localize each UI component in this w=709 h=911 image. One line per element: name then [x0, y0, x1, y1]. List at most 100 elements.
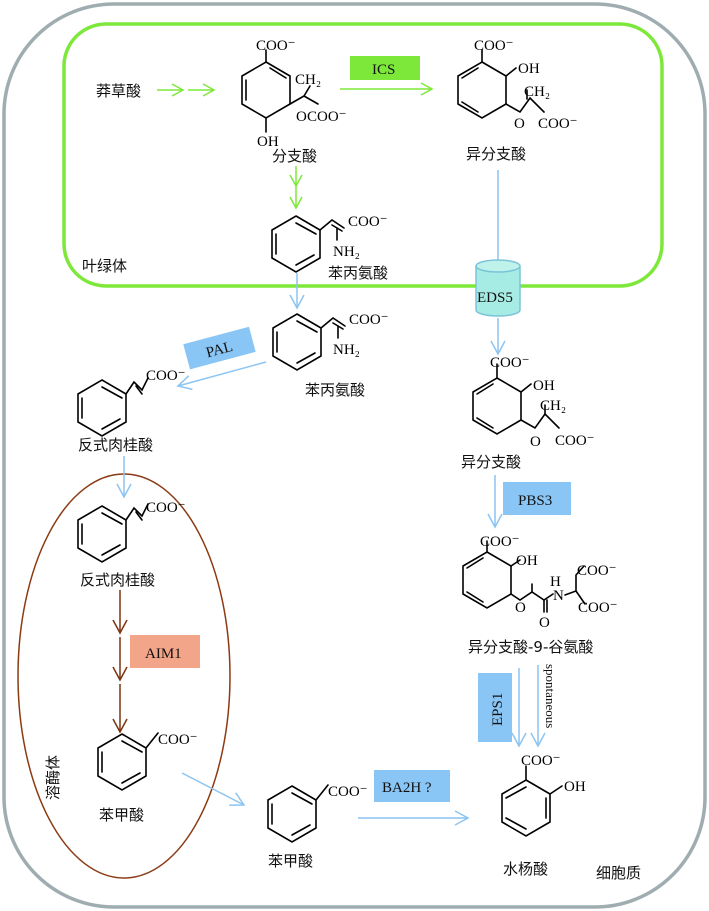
ic9glu-label: 异分支酸-9-谷氨酸 — [468, 638, 593, 656]
chem-group-label: COO⁻ — [474, 38, 514, 54]
shikimate-label: 莽草酸 — [96, 82, 141, 100]
chemical-bond — [145, 732, 159, 749]
eps1-box — [478, 673, 512, 742]
chemical-bond — [267, 785, 317, 843]
eps1-label: EPS1 — [490, 693, 506, 726]
chemical-bond — [121, 772, 141, 784]
phenylalanine-cytoplasm-structure: COO⁻ NH₂ — [272, 312, 389, 371]
chem-group-label: COO⁻ — [307, 109, 347, 125]
chemical-bond — [291, 824, 311, 836]
chemical-bond — [101, 544, 121, 556]
chemical-bond — [505, 817, 527, 830]
benzoate-cytoplasm-label: 苯甲酸 — [268, 852, 313, 870]
chem-group-label: OH — [533, 378, 555, 394]
chemical-bond — [457, 49, 507, 119]
chemical-bond — [564, 565, 586, 605]
chemical-bond — [501, 765, 551, 837]
chemical-bond — [520, 383, 532, 393]
isochorismate-chloroplast-label: 异分支酸 — [466, 145, 526, 163]
phenylalanine-chloroplast-label: 苯丙氨酸 — [328, 264, 388, 282]
chem-group-label: COO⁻ — [146, 368, 186, 384]
chemical-bond — [461, 67, 479, 79]
ics-box — [350, 56, 420, 80]
ba2h-label: BA2H ? — [382, 780, 432, 796]
chem-group-label: COO⁻ — [538, 116, 578, 132]
ic9glu-structure: COO⁻ OH H N O O COO⁻ COO⁻ — [462, 534, 618, 631]
phenylalanine-cytoplasm-label: 苯丙氨酸 — [305, 381, 365, 399]
chemical-bond — [295, 222, 317, 235]
blue-arrow — [181, 772, 246, 807]
chem-group-label: NH₂ — [333, 342, 360, 358]
isochorismate-cytoplasm-label: 异分支酸 — [461, 453, 521, 471]
ics-label: ICS — [372, 62, 395, 78]
isochorismate-structure: COO⁻ OH CH₂ O COO⁻ — [457, 38, 578, 132]
chem-group-label: O — [530, 434, 541, 450]
chemical-bond — [476, 417, 494, 429]
chem-group-label: N — [553, 588, 564, 604]
cytoplasm-label: 细胞质 — [596, 864, 641, 882]
chemical-bond — [135, 511, 143, 521]
chem-group-label: COO⁻ — [146, 500, 186, 516]
chem-group-label: CH₂ — [524, 84, 550, 100]
chemical-bond — [520, 412, 560, 430]
chemical-bond — [466, 591, 484, 603]
chemical-bond — [271, 215, 321, 273]
chemical-bond — [510, 559, 521, 567]
chemical-bond — [295, 254, 315, 266]
pbs3-label: PBS3 — [518, 493, 552, 509]
chem-group-label: COO⁻ — [349, 312, 389, 328]
salicylate-label: 水杨酸 — [503, 860, 548, 878]
chem-group-label: CH₂ — [540, 398, 566, 414]
chem-group-label: H — [550, 574, 561, 590]
chemical-bond — [461, 101, 479, 113]
pal-box — [183, 326, 256, 370]
chem-group-label: O — [296, 109, 307, 125]
chemical-bond — [77, 505, 127, 563]
chemical-bond — [549, 785, 563, 795]
chemical-bond — [462, 540, 512, 609]
pal-arrow — [176, 361, 267, 391]
chemical-bond — [505, 786, 527, 799]
chem-group-label: COO⁻ — [158, 732, 198, 748]
benzoate-cytoplasm-structure: COO⁻ — [267, 784, 368, 843]
chem-group-label: O — [539, 615, 550, 631]
spontaneous-label: spontaneous — [543, 664, 558, 728]
pbs3-box — [503, 482, 571, 515]
chemical-bond — [101, 418, 121, 430]
cinnamate-cytoplasm-structure: COO⁻ — [77, 368, 186, 437]
chem-group-label: NH₂ — [333, 244, 360, 260]
chemical-bond — [505, 67, 517, 77]
chem-group-label: OH — [257, 134, 279, 150]
chem-group-label: COO⁻ — [490, 355, 530, 371]
chem-group-label: O — [514, 116, 525, 132]
chem-group-label: COO⁻ — [555, 433, 595, 449]
benzoate-peroxisome-structure: COO⁻ — [97, 732, 198, 791]
chemical-bond — [472, 363, 522, 435]
chem-group-label: COO⁻ — [328, 784, 368, 800]
aim1-box — [130, 635, 200, 668]
chemical-bond — [101, 386, 123, 399]
chemical-bond — [135, 385, 143, 395]
ba2h-box — [374, 770, 450, 802]
chemical-bond — [296, 352, 316, 364]
chem-group-label: CH₂ — [295, 72, 321, 88]
aim1-label: AIM1 — [145, 646, 182, 662]
chloroplast-membrane — [62, 22, 664, 288]
chorismate-label: 分支酸 — [272, 147, 317, 165]
chem-group-label: OH — [518, 61, 540, 77]
cinnamate-cytoplasm-label: 反式肉桂酸 — [78, 436, 153, 454]
cinnamate-peroxisome-structure: COO⁻ — [77, 500, 186, 563]
chem-group-label: COO⁻ — [480, 534, 520, 550]
chem-group-label: COO⁻ — [256, 38, 296, 54]
chemical-bond — [125, 377, 149, 395]
chemical-bond — [272, 313, 322, 371]
chorismate-structure: COO⁻ CH₂ O COO⁻ OH — [241, 38, 347, 150]
chemical-bond — [125, 503, 149, 521]
chem-group-label: O — [515, 600, 526, 616]
chemical-bond — [319, 219, 345, 232]
chem-group-label: COO⁻ — [521, 753, 561, 769]
chemical-bond — [291, 792, 313, 805]
chemical-bond — [510, 591, 554, 601]
